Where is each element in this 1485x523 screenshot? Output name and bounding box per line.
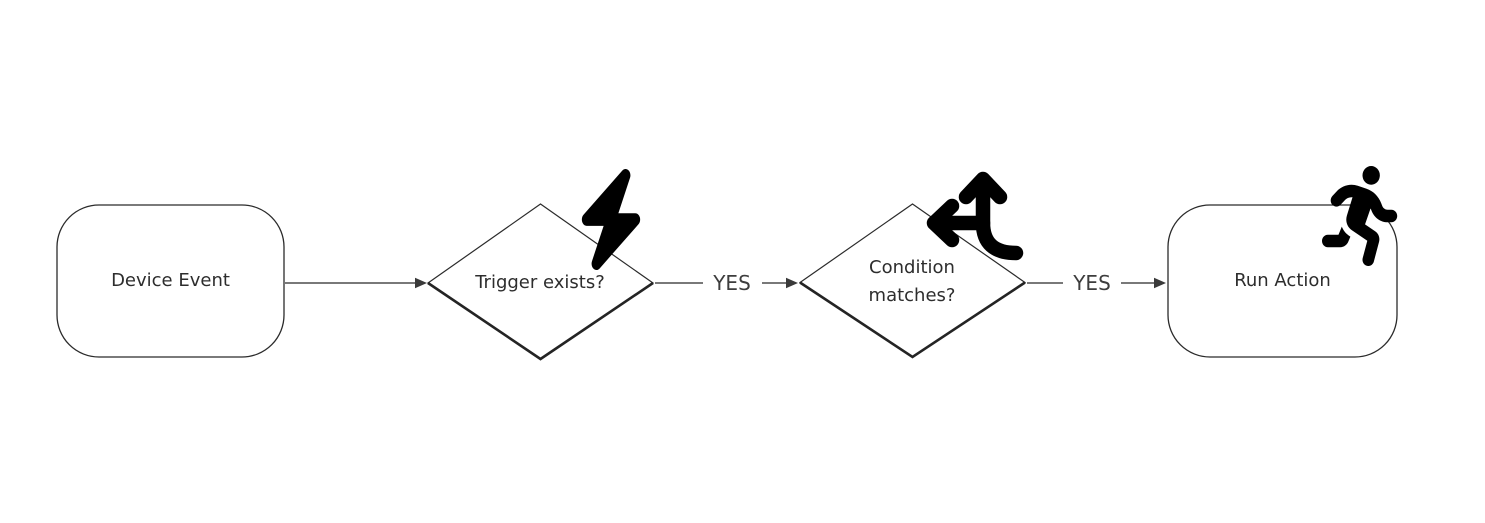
condition-matches-diamond-bottom-edge xyxy=(799,281,1026,359)
edge-label-yes-2: YES xyxy=(1073,271,1111,295)
condition-matches-label: Condition matches? xyxy=(868,257,956,306)
trigger-exists-label: Trigger exists? xyxy=(475,272,605,293)
trigger-exists-diamond-bottom-edge xyxy=(427,281,654,361)
arrowhead-trigger-to-condition xyxy=(786,277,798,289)
arrowhead-device-to-trigger xyxy=(415,277,427,289)
device-event-label: Device Event xyxy=(111,270,230,291)
edge-label-yes-1: YES xyxy=(713,271,751,295)
lightning-bolt-icon xyxy=(577,169,645,270)
person-running-icon xyxy=(1322,166,1403,266)
arrowhead-condition-to-action xyxy=(1154,277,1166,289)
device-event-box xyxy=(56,204,285,358)
run-action-label: Run Action xyxy=(1234,270,1331,291)
arrows-split-up-left-icon xyxy=(918,165,1028,265)
